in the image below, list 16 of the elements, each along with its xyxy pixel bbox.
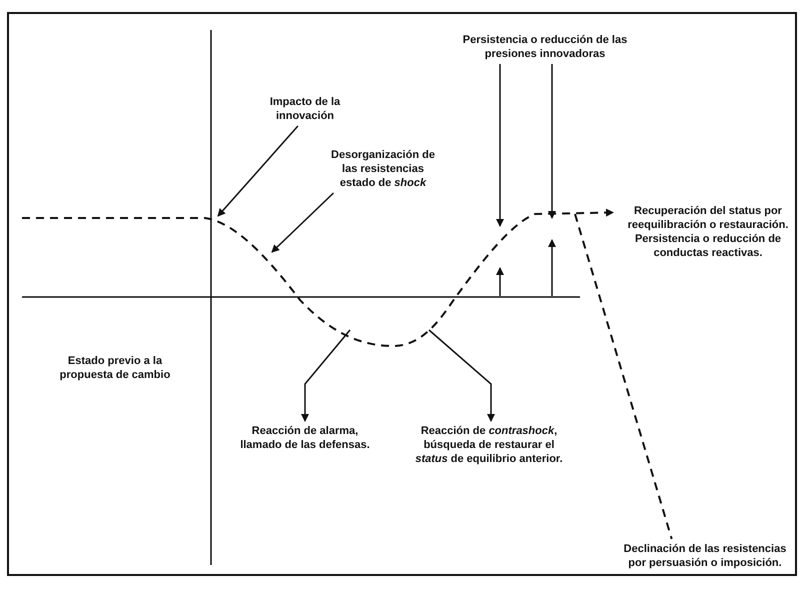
arrow (428, 329, 495, 422)
arrow (217, 126, 298, 217)
annotation-text: Declinación de las resistencias por persuasión o imposición. (616, 542, 794, 570)
dashed-curve (22, 208, 614, 347)
arrow (496, 64, 504, 227)
annotation-text: Estado previo a la propuesta de cambio (45, 354, 185, 382)
annotation-text: Recuperación del status por reequilibración o restauración. Persistencia o reducción de conductas reactivas. (616, 204, 800, 260)
arrow (301, 330, 351, 422)
arrow (548, 64, 556, 219)
arrow (271, 192, 334, 253)
annotation-text: Impacto de la innovación (255, 95, 355, 123)
annotation-text: Desorganización de las resistencias estado de shock (328, 148, 438, 190)
annotation-text: Persistencia o reducción de las presiones innovadoras (455, 33, 635, 61)
annotation-text: Reacción de contrashock, búsqueda de restaurar el status de equilibrio anterior. (408, 424, 570, 466)
dashed-curve (574, 214, 673, 540)
annotation-text: Reacción de alarma, llamado de las defensas. (235, 424, 375, 452)
